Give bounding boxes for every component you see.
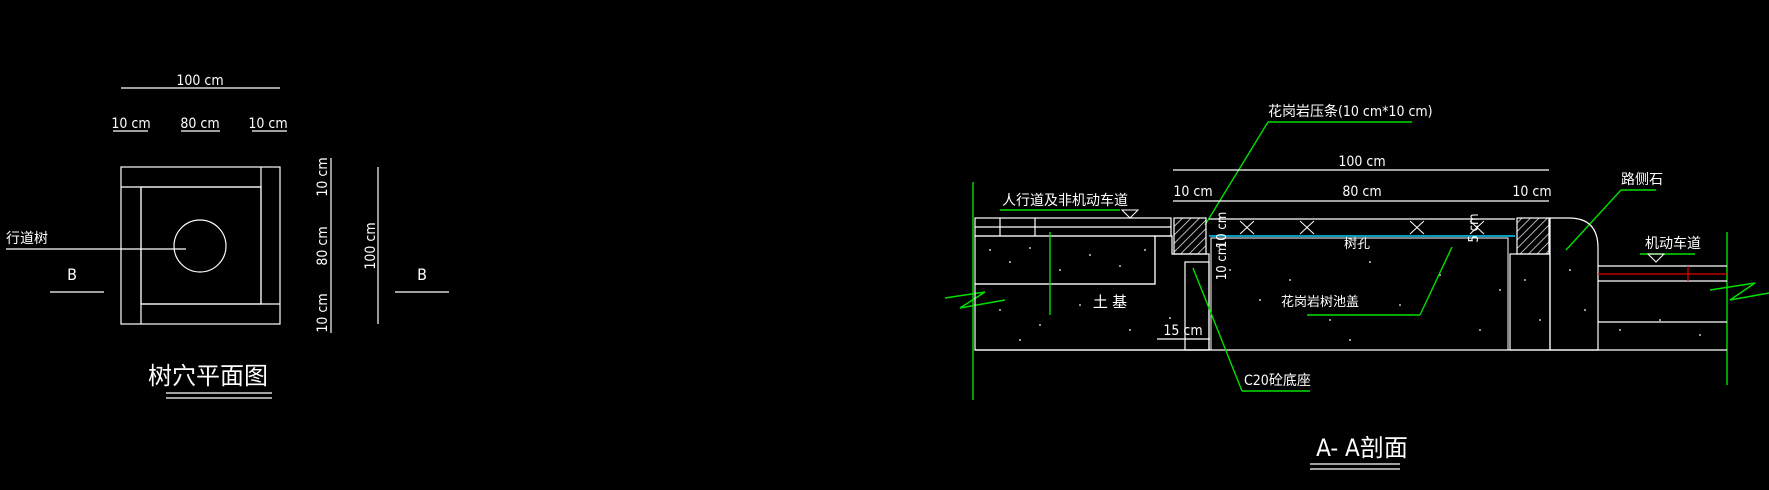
section-dim-total: 100 cm bbox=[1338, 154, 1385, 170]
section-title: A- A剖面 bbox=[1316, 434, 1408, 462]
concrete-speckles bbox=[989, 247, 1701, 341]
plan-dim-v-bot: 10 cm bbox=[315, 293, 331, 332]
pit-cover-crosses bbox=[1239, 220, 1485, 235]
pit-inner-square bbox=[140, 186, 262, 305]
curb-label: 路侧石 bbox=[1621, 172, 1663, 188]
section-dim-mid: 80 cm bbox=[1342, 184, 1381, 200]
dim-10cm-b: 10 cm bbox=[1215, 212, 1230, 248]
tree-hole-label: 树孔 bbox=[1344, 237, 1370, 252]
tree-pit-plan: 100 cm 10 cm 80 cm 10 cm 行道树 B B 10 cm 8… bbox=[6, 73, 449, 399]
tree-circle bbox=[173, 219, 227, 273]
soil-label: 土 基 bbox=[1093, 293, 1127, 311]
motorway-label: 机动车道 bbox=[1645, 235, 1701, 252]
curb-stone bbox=[1549, 217, 1599, 351]
plan-dim-v-mid: 80 cm bbox=[315, 226, 331, 265]
left-granite-strip bbox=[1173, 217, 1207, 255]
pit-outer-square bbox=[120, 166, 281, 325]
plan-dim-left: 10 cm bbox=[111, 116, 150, 132]
section-aa: 花岗岩压条(10 cm*10 cm) 100 cm 10 cm 80 cm 10… bbox=[944, 103, 1769, 470]
section-mark-right: B bbox=[417, 265, 427, 284]
granite-cover-leader-d bbox=[1419, 246, 1453, 316]
c20-leader-d bbox=[1192, 267, 1243, 392]
base-layer bbox=[974, 235, 1156, 285]
section-dim-left: 10 cm bbox=[1173, 184, 1212, 200]
c20-label: C20砼底座 bbox=[1244, 373, 1311, 389]
plan-dim-v-total: 100 cm bbox=[363, 222, 379, 269]
section-mark-left: B bbox=[67, 265, 77, 284]
pit-soil bbox=[1210, 237, 1509, 351]
c20-base-right bbox=[1509, 253, 1551, 351]
right-granite-strip bbox=[1516, 217, 1550, 255]
plan-dim-mid: 80 cm bbox=[180, 116, 219, 132]
sidewalk-label: 人行道及非机动车道 bbox=[1002, 192, 1128, 209]
plan-dim-right: 10 cm bbox=[248, 116, 287, 132]
curb-leader-d bbox=[1565, 189, 1622, 251]
left-break-zig bbox=[944, 291, 1006, 309]
sidewalk-level-mark bbox=[1120, 209, 1140, 219]
right-break-zig bbox=[1709, 282, 1769, 301]
dim-15cm: 15 cm bbox=[1163, 323, 1202, 339]
granite-cover-label: 花岗岩树池盖 bbox=[1281, 294, 1359, 310]
motorway-level-mark bbox=[1646, 253, 1666, 263]
plan-dim-v-top: 10 cm bbox=[315, 157, 331, 196]
plan-title: 树穴平面图 bbox=[148, 362, 268, 390]
dim-10cm: 10 cm bbox=[1215, 244, 1230, 280]
plan-dim-total: 100 cm bbox=[176, 73, 223, 89]
section-dim-right: 10 cm bbox=[1512, 184, 1551, 200]
tree-label: 行道树 bbox=[6, 231, 48, 247]
dim-5cm: 5 cm bbox=[1467, 214, 1482, 243]
granite-strip-leader-d bbox=[1204, 121, 1269, 226]
granite-strip-label: 花岗岩压条(10 cm*10 cm) bbox=[1268, 103, 1433, 120]
